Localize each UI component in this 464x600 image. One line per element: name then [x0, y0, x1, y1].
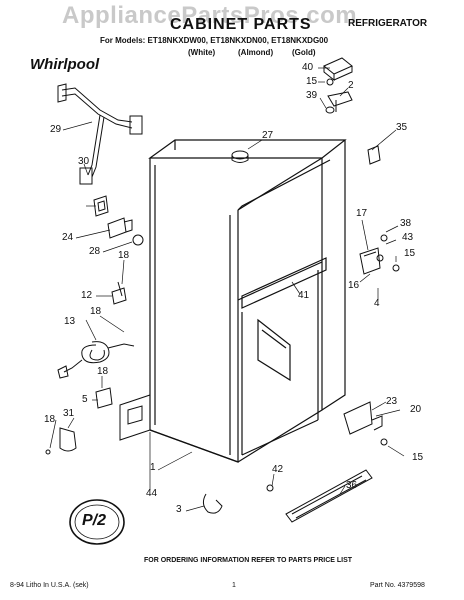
callout-24: 24 [62, 232, 74, 243]
callout-40: 40 [302, 62, 314, 73]
part-12-clip [111, 281, 127, 305]
part-39-shim [325, 106, 335, 114]
part-18-screw [45, 449, 51, 455]
color-almond: (Almond) [238, 48, 274, 57]
callout-12: 12 [81, 290, 93, 301]
part-38-screw [380, 234, 388, 242]
callout-15b: 15 [404, 248, 416, 259]
callout-1: 1 [150, 462, 156, 473]
part-30-bracket [93, 195, 109, 217]
p2-badge-text: P/2 [82, 512, 107, 529]
callout-31: 31 [63, 408, 75, 419]
callout-18b: 18 [90, 306, 102, 317]
callout-18c: 18 [97, 366, 109, 377]
p2-badge [69, 499, 125, 545]
brand-logo: Whirlpool [30, 56, 100, 73]
callout-20: 20 [410, 404, 422, 415]
part-43-screw [376, 254, 384, 262]
part-31-cover [59, 427, 77, 452]
callout-15a: 15 [306, 76, 318, 87]
part-24-switch [107, 217, 133, 239]
part-13-power-cord [57, 341, 135, 379]
callout-15c: 15 [412, 452, 424, 463]
part-28-washer [132, 234, 144, 246]
part-3-clip [202, 493, 223, 514]
callout-39: 39 [306, 90, 318, 101]
part-42-screw [266, 484, 274, 492]
callout-17: 17 [356, 208, 368, 219]
page-title: CABINET PARTS [170, 16, 312, 33]
callout-18d: 18 [44, 414, 56, 425]
callout-43: 43 [402, 232, 414, 243]
part-15-screw-top [326, 78, 334, 86]
litho-info: 8-94 Litho In U.S.A. (sek) [10, 582, 89, 589]
color-gold: (Gold) [292, 48, 316, 57]
models-line: For Models: ET18NKXDW00, ET18NKXDN00, ET… [100, 36, 329, 45]
part-23-hinge [343, 401, 383, 435]
callout-2: 2 [348, 80, 354, 91]
leader-lines [49, 67, 405, 512]
page-number: 1 [232, 582, 236, 589]
callout-16: 16 [348, 280, 360, 291]
callout-18a: 18 [118, 250, 130, 261]
part-5-bracket [95, 387, 113, 409]
callout-5: 5 [82, 394, 88, 405]
part-17-hinge-mid [359, 247, 381, 275]
part-36-grille [285, 469, 373, 523]
part-15-screw-mid [392, 264, 400, 272]
watermark: AppliancePartsPros.com [62, 2, 358, 29]
part-15-screw-bottom [380, 438, 388, 446]
order-info: FOR ORDERING INFORMATION REFER TO PARTS … [144, 557, 353, 564]
callout-27: 27 [262, 130, 274, 141]
callout-3: 3 [176, 504, 182, 515]
part-27-cap [231, 150, 249, 163]
callout-42: 42 [272, 464, 284, 475]
callout-38: 38 [400, 218, 412, 229]
part-2-top-hinge [327, 91, 353, 112]
part-40-hinge-cover [323, 57, 353, 82]
callout-35: 35 [396, 122, 408, 133]
appliance-type: REFRIGERATOR [348, 18, 428, 29]
callout-4: 4 [374, 298, 380, 309]
callout-30: 30 [78, 156, 90, 167]
part-29-harness [57, 83, 143, 185]
cabinet [148, 139, 347, 463]
part-number: Part No. 4379598 [370, 582, 425, 589]
left-panel-bracket [119, 394, 151, 441]
callout-28: 28 [89, 246, 101, 257]
callout-13: 13 [64, 316, 76, 327]
callout-23: 23 [386, 396, 398, 407]
callout-41: 41 [298, 290, 310, 301]
callout-29: 29 [50, 124, 62, 135]
callout-36: 36 [346, 480, 358, 491]
color-white: (White) [188, 48, 216, 57]
callout-44: 44 [146, 488, 158, 499]
